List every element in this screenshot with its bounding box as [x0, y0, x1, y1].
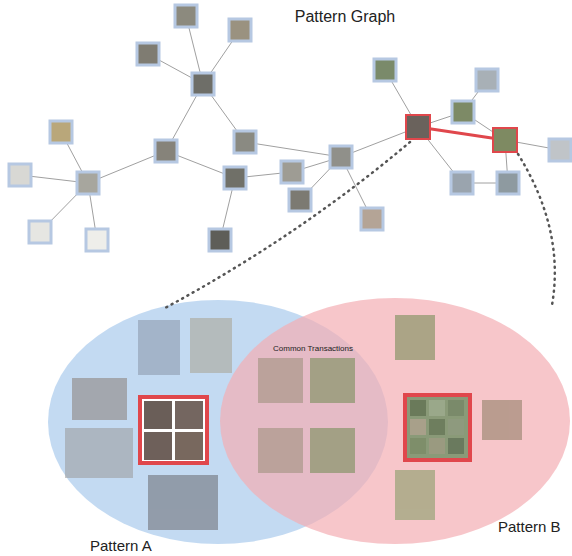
diagram-title: Pattern Graph	[295, 8, 396, 26]
highlight-edge	[418, 127, 505, 140]
graph-edges	[20, 16, 560, 240]
highlight-thumbnail	[493, 128, 517, 152]
key-photo	[405, 395, 470, 460]
dotted-callout	[518, 154, 555, 305]
region-label: Common Transactions	[273, 344, 353, 353]
graph-thumbnails	[9, 5, 571, 251]
dotted-callout	[165, 142, 410, 308]
highlight-thumbnail	[406, 115, 430, 139]
key-photo	[140, 397, 207, 463]
set-label: Pattern B	[498, 518, 561, 535]
set-label: Pattern A	[90, 537, 152, 554]
transaction-photos	[65, 315, 522, 530]
